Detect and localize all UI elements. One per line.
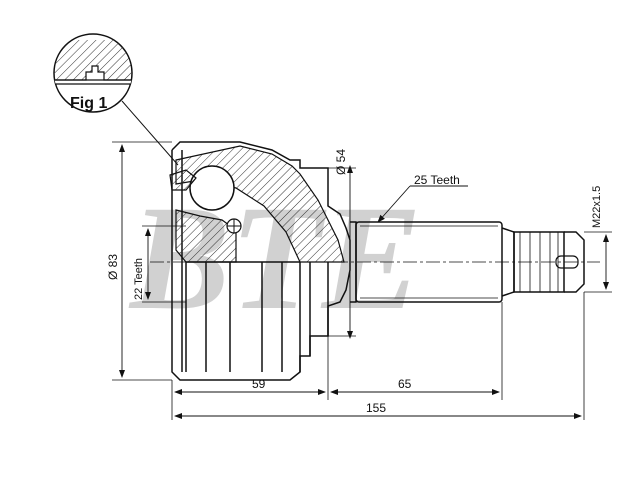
- dim-bell-diameter-label: Ø 54: [334, 149, 348, 175]
- dim-total-length-label: 155: [366, 401, 386, 415]
- dim-outer-diameter: Ø 83: [106, 141, 172, 381]
- housing: [171, 141, 351, 381]
- dim-total-length: 155: [174, 292, 585, 420]
- dim-inner-teeth: 22 Teeth: [133, 225, 186, 303]
- dim-thread: M22x1.5: [584, 186, 612, 293]
- dim-shaft-length: 65: [330, 302, 503, 400]
- section-hatch: [169, 145, 345, 263]
- fig1-detail: Fig 1: [53, 33, 179, 166]
- dim-shaft-length-label: 65: [398, 377, 412, 391]
- fig1-label: Fig 1: [70, 95, 107, 112]
- shaft: [350, 221, 585, 303]
- dim-body-length: 59: [171, 336, 329, 420]
- dim-bell-diameter: Ø 54: [328, 149, 356, 339]
- ball-bearing: [189, 165, 235, 211]
- dim-shaft-teeth-label: 25 Teeth: [414, 173, 460, 187]
- dim-shaft-teeth: 25 Teeth: [377, 173, 468, 223]
- dim-thread-label: M22x1.5: [591, 186, 603, 228]
- fig1-leader: [121, 100, 179, 166]
- dim-inner-teeth-label: 22 Teeth: [133, 258, 145, 300]
- dim-outer-diameter-label: Ø 83: [106, 254, 120, 280]
- dim-body-length-label: 59: [252, 377, 266, 391]
